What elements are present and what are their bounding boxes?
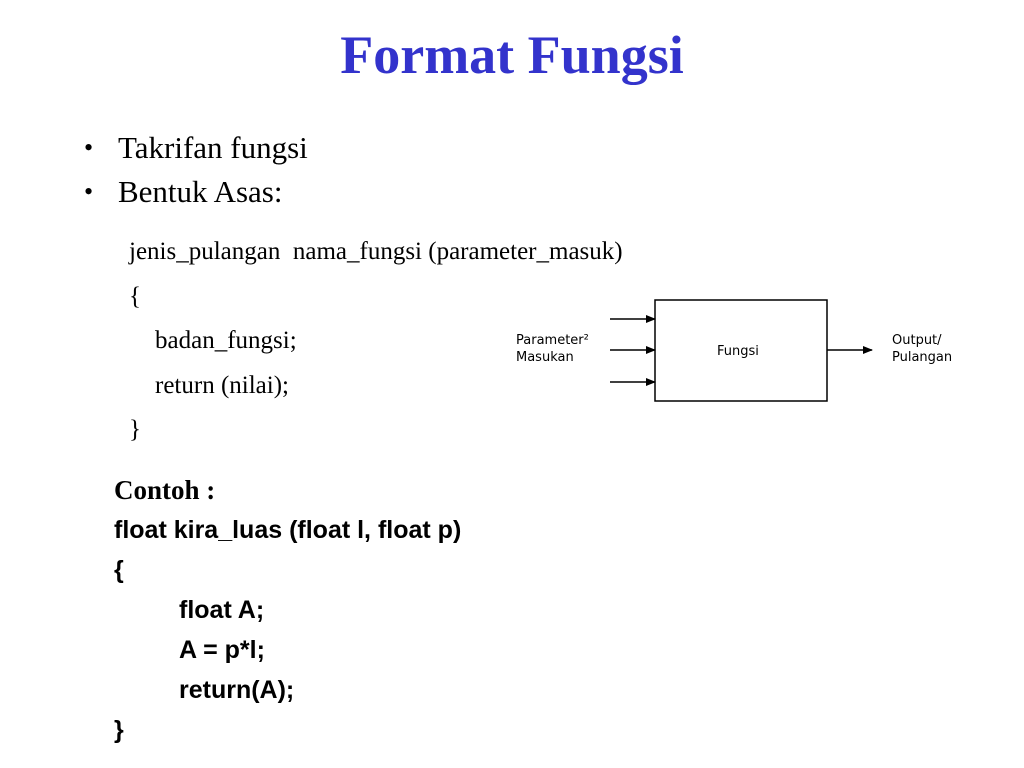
example-code: float kira_luas (float l, float p) { flo… bbox=[114, 510, 461, 750]
syntax-body-line: badan_fungsi; bbox=[155, 327, 297, 354]
output-label: Output/ Pulangan bbox=[892, 332, 952, 366]
syntax-close-brace: } bbox=[129, 416, 141, 443]
output-label-line1: Output/ bbox=[892, 333, 942, 348]
bullet-item: • Bentuk Asas: bbox=[78, 170, 308, 214]
input-label-line2: Masukan bbox=[516, 350, 574, 365]
input-label-line1: Parameter² bbox=[516, 333, 589, 348]
code-line: return(A); bbox=[179, 676, 295, 704]
syntax-open-brace: { bbox=[129, 282, 141, 310]
bullet-text: Bentuk Asas: bbox=[118, 174, 283, 209]
function-box-label: Fungsi bbox=[717, 344, 759, 359]
syntax-block: jenis_pulangan nama_fungsi (parameter_ma… bbox=[129, 230, 623, 453]
bullet-list: • Takrifan fungsi • Bentuk Asas: bbox=[78, 126, 308, 214]
output-label-line2: Pulangan bbox=[892, 350, 953, 365]
input-label: Parameter² Masukan bbox=[516, 332, 589, 366]
code-line: float kira_luas (float l, float p) bbox=[114, 516, 462, 544]
diagram-graphic bbox=[610, 299, 873, 402]
slide-title: Format Fungsi bbox=[340, 25, 684, 85]
code-line: float A; bbox=[179, 596, 265, 624]
example-heading: Contoh : bbox=[114, 475, 216, 505]
code-line: } bbox=[114, 716, 124, 744]
code-line: A = p*l; bbox=[179, 636, 265, 664]
bullet-glyph: • bbox=[84, 177, 94, 206]
example-block: Contoh : float kira_luas (float l, float… bbox=[114, 470, 461, 750]
function-diagram: Parameter² Masukan Fungsi Output/ Pulang… bbox=[510, 294, 970, 409]
bullet-item: • Takrifan fungsi bbox=[78, 126, 308, 170]
code-line: { bbox=[114, 556, 124, 584]
bullet-text: Takrifan fungsi bbox=[118, 130, 308, 165]
syntax-return-line: return (nilai); bbox=[155, 371, 289, 399]
bullet-glyph: • bbox=[84, 133, 94, 162]
syntax-signature: jenis_pulangan nama_fungsi (parameter_ma… bbox=[129, 238, 623, 265]
